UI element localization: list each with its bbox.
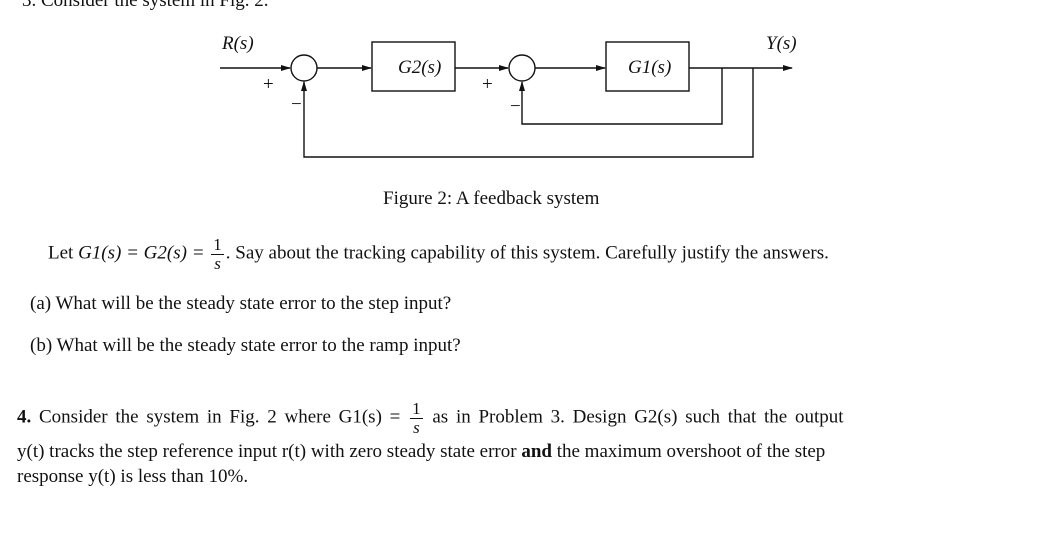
fraction-denominator: s <box>214 254 221 273</box>
block-g1-label: G1(s) <box>628 57 671 78</box>
plus-sign-inner: + <box>482 74 493 95</box>
block-diagram: R(s) Y(s) G2(s) G1(s) + − + − <box>220 33 797 158</box>
summing-junction-outer <box>290 54 318 82</box>
input-label: R(s) <box>221 33 254 54</box>
block-g2-label: G2(s) <box>398 57 441 78</box>
summing-junction-inner <box>508 54 536 82</box>
minus-sign-outer: − <box>291 94 302 115</box>
intro-suffix: . Say about the tracking capability of t… <box>225 242 829 264</box>
intro-equation: G1(s) = G2(s) = <box>78 242 205 264</box>
fraction-numerator: 1 <box>211 235 224 255</box>
output-label: Y(s) <box>766 33 797 54</box>
problem4-line3: response y(t) is less than 10%. <box>17 466 249 487</box>
fraction-denominator: s <box>413 418 420 437</box>
minus-sign-inner: − <box>510 96 521 117</box>
plus-sign-outer: + <box>263 74 274 95</box>
intro-prefix: Let <box>48 242 79 264</box>
problem4-text: the maximum overshoot of the step <box>556 441 826 462</box>
outer-feedback-path <box>301 68 754 158</box>
problem4-and: and <box>521 441 552 462</box>
problem4-line2: y(t) tracks the step reference input r(t… <box>17 442 825 461</box>
problem4-number: 4. <box>17 406 32 428</box>
problem4-text: y(t) tracks the step reference input r(t… <box>17 441 517 462</box>
problem3-heading: 3. Consider the system in Fig. 2. <box>22 0 269 11</box>
problem4-line1: 4. Consider the system in Fig. 2 where G… <box>17 400 844 436</box>
inner-feedback-path <box>519 68 723 125</box>
part-b: (b) What will be the steady state error … <box>30 335 461 356</box>
fraction-numerator: 1 <box>410 399 423 419</box>
problem4-text: Consider the system in Fig. 2 where G1(s… <box>39 406 401 428</box>
block-g2 <box>371 41 456 92</box>
part-a: (a) What will be the steady state error … <box>30 293 452 314</box>
problem4-text: as in Problem 3. Design G2(s) such that … <box>432 406 844 428</box>
block-g1 <box>605 41 690 92</box>
figure-caption: Figure 2: A feedback system <box>383 188 600 209</box>
